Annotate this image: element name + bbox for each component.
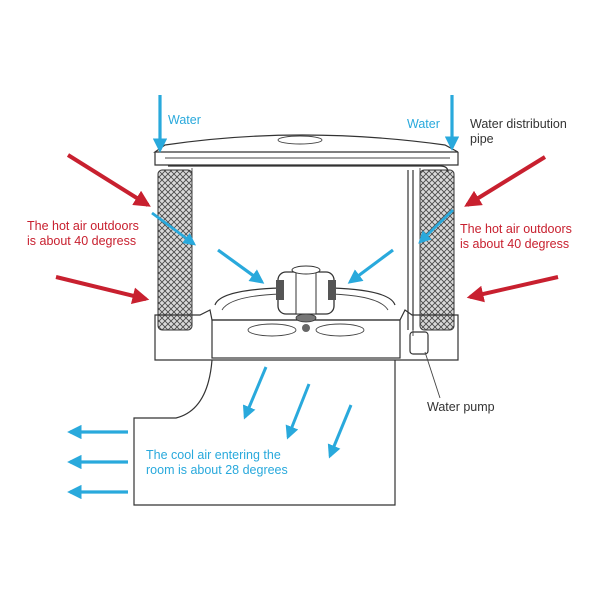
cool-air-label-line2: room is about 28 degrees (146, 463, 288, 477)
distribution-pipe-label-line2: pipe (470, 132, 494, 146)
cool-air-label: The cool air entering the room is about … (146, 448, 288, 477)
fan-motor (214, 265, 396, 323)
hot-air-label-left-line1: The hot air outdoors (27, 219, 139, 233)
hot-air-label-right: The hot air outdoors is about 40 degress (460, 222, 575, 251)
cooling-pad-right (419, 169, 455, 331)
inner-air-arrow-right-lower (347, 248, 394, 284)
downflow-arrow-3 (327, 404, 353, 459)
hot-air-label-left-line2: is about 40 degress (27, 234, 136, 248)
cool-air-label-line1: The cool air entering the (146, 448, 281, 462)
hot-air-arrow-right-top (464, 155, 547, 207)
cooler-roof (153, 134, 459, 166)
inner-air-arrow-left-lower (217, 248, 265, 284)
outlet-duct (133, 359, 396, 506)
water-label-right: Water (407, 117, 440, 131)
downflow-arrow-2 (285, 383, 311, 440)
hot-air-arrow-left-bottom (55, 275, 150, 304)
water-pump-label: Water pump (427, 400, 495, 414)
inner-air-arrow-left-upper (151, 211, 197, 246)
hot-air-arrow-right-bottom (466, 275, 559, 303)
water-label-left: Water (168, 113, 201, 127)
hot-air-label-right-line2: is about 40 degress (460, 237, 569, 251)
distribution-pipe-label-line1: Water distribution (470, 117, 567, 131)
distribution-pipe-label: Water distribution pipe (470, 117, 570, 146)
hot-air-arrow-left-top (66, 153, 151, 207)
hot-air-label-left: The hot air outdoors is about 40 degress (27, 219, 142, 248)
water-distribution-pipe (168, 165, 449, 330)
water-pump (409, 330, 441, 399)
downflow-arrow-1 (242, 366, 268, 420)
hot-air-label-right-line1: The hot air outdoors (460, 222, 572, 236)
inner-air-arrow-right-upper (418, 208, 454, 244)
cooling-pad-left (157, 169, 193, 331)
fan-blades (247, 323, 365, 337)
